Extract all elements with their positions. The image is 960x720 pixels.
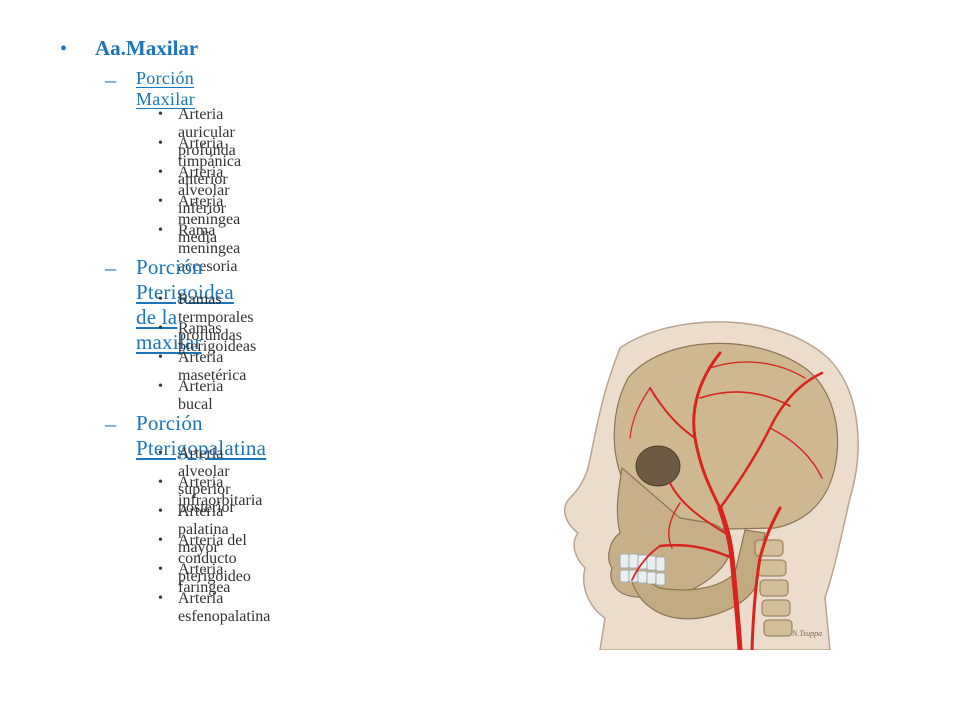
section-title-link[interactable]: Pterigoidea de la maxilar [136, 280, 234, 354]
item-bullet: • [158, 107, 163, 122]
item-bullet: • [158, 321, 163, 336]
list-item: Arteria infraorbitaria [178, 474, 263, 509]
list-item: Arteria timpánica anterior [178, 135, 242, 188]
section-title-link[interactable]: Pterigopalatina [136, 436, 267, 460]
item-bullet: • [158, 292, 163, 307]
section-title: Porción Maxilar [136, 68, 195, 110]
list-item: Arteria esfenopalatina [178, 590, 271, 625]
item-bullet: • [158, 504, 163, 519]
item-bullet: • [158, 475, 163, 490]
head-artery-drawing: N.Tsuppa [563, 321, 859, 650]
orbit [635, 445, 681, 487]
list-item: Ramas termporales profundas [178, 291, 254, 344]
teeth [619, 553, 666, 586]
item-bullet: • [158, 446, 163, 461]
item-bullet: • [158, 194, 163, 209]
section-title-link[interactable]: Porción Maxilar [136, 68, 196, 109]
item-bullet: • [158, 591, 163, 606]
list-item: Arteria auricular profunda [178, 106, 236, 159]
list-item: Ramas pterigoideas [178, 320, 257, 355]
item-bullet: • [158, 350, 163, 365]
section-title-prefix: Porción [136, 255, 203, 279]
section-dash: – [105, 67, 116, 92]
item-bullet: • [158, 379, 163, 394]
list-item: Arteria alveolar inferior [178, 164, 230, 217]
list-item: Arteria faríngea [178, 561, 231, 596]
mandible [629, 529, 766, 620]
section-title-prefix: Porción [136, 411, 203, 435]
item-bullet: • [158, 223, 163, 238]
item-bullet: • [158, 136, 163, 151]
list-item: Arteria alveolar superior posterior [178, 445, 235, 516]
list-item: Arteria bucal [178, 378, 224, 413]
item-bullet: • [158, 165, 163, 180]
anatomical-head-illustration: N.Tsuppa [560, 318, 865, 650]
artery-network [629, 351, 824, 650]
section-title: Porción Pterigoidea de la maxilar [136, 255, 234, 355]
section-dash: – [105, 255, 116, 280]
list-item: Arteria masetérica [178, 349, 247, 384]
list-item: Arteria meníngea media [178, 193, 241, 246]
item-bullet: • [158, 533, 163, 548]
item-bullet: • [158, 562, 163, 577]
list-item: Arteria del conducto pterigoideo [178, 532, 251, 585]
main-heading: Aa.Maxilar [95, 36, 199, 60]
bullet-marker: • [60, 38, 68, 60]
section-dash: – [105, 411, 116, 436]
section-title: Porción Pterigopalatina [136, 411, 266, 461]
list-item: Rama meníngea accesoria [178, 222, 241, 275]
illustrator-signature: N.Tsuppa [791, 629, 822, 638]
list-item: Arteria palatina mayor [178, 503, 229, 556]
